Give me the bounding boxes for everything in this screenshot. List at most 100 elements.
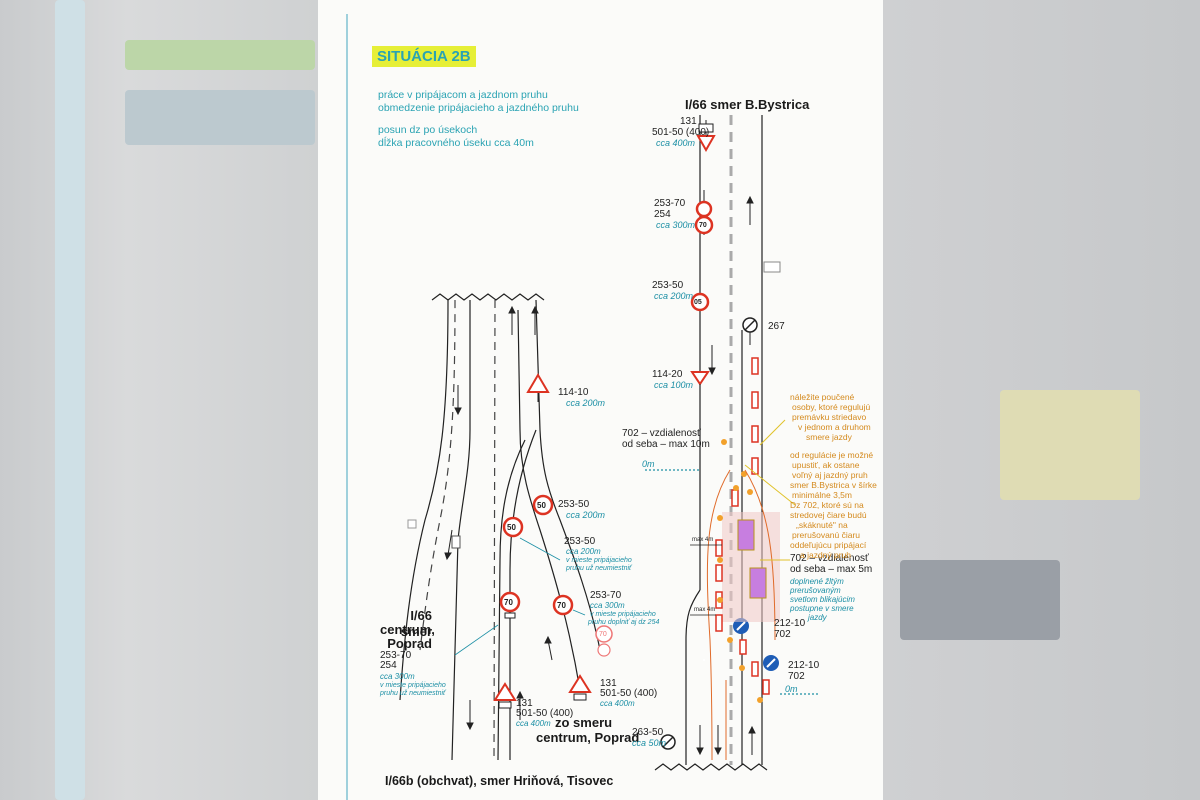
- label-253-70-b-note2: pruhu už neumiestniť: [380, 690, 446, 697]
- background-strip-yellow: [1000, 390, 1140, 500]
- speed-limit-50-icon: [532, 494, 554, 516]
- diagram-page: [318, 0, 883, 800]
- label-114-10: 114-10: [558, 387, 589, 398]
- orange-note-6: od regulácie je možné: [790, 450, 874, 460]
- orange-note-8: voľný aj jazdný pruh: [792, 470, 868, 480]
- label-0m-bottom: 0m: [785, 684, 798, 694]
- label-253-70-b-dist: cca 300m: [380, 672, 415, 681]
- right-road-edge-left-lower: [685, 589, 701, 765]
- orange-note-16: a jazdný pruh: [800, 550, 852, 560]
- car-icon: [451, 535, 461, 549]
- left-road-lane-edge: [517, 309, 581, 691]
- label-501-50-left: 501-50 (400): [516, 708, 574, 719]
- label-702-note-3: svetlom blikajúcim: [790, 595, 855, 604]
- orange-note-1: náležite poučené: [790, 392, 855, 402]
- sign-number-70: 70: [557, 601, 566, 610]
- left-road-edge-left: [399, 299, 449, 701]
- label-131-right-dist: cca 400m: [600, 699, 635, 708]
- orange-note-15: oddeľujúcu pripájací: [790, 540, 867, 550]
- label-131-left-dist: cca 400m: [516, 719, 551, 728]
- label-253-50-a: 253-50: [558, 499, 590, 510]
- page-margin-line: [346, 14, 348, 800]
- label-max4m-b: max 4m: [694, 607, 716, 613]
- label-253-70-a: 253-70: [590, 590, 622, 601]
- left-road-center-lines: [419, 299, 496, 761]
- distance-plate-icon: [498, 701, 512, 709]
- left-road-arrows: [444, 305, 553, 731]
- supplementary-plate-icon: [504, 612, 516, 619]
- label-702-e: 702: [774, 629, 791, 640]
- warning-triangle-icon: [526, 373, 550, 393]
- label-253-70: 253-70: [654, 198, 686, 209]
- label-263-50: 263-50: [632, 727, 664, 738]
- orange-note-14: prerušovanú čiaru: [792, 530, 861, 540]
- background-strip-blue: [125, 90, 315, 145]
- note-shift: posun dz po úsekoch: [378, 124, 478, 136]
- label-267: 267: [768, 321, 785, 332]
- left-signs: [407, 373, 613, 709]
- label-702-note-2: prerušovaným: [790, 586, 841, 595]
- right-road-break-line: [654, 763, 768, 771]
- note-restriction: obmedzenie pripájacieho a jazdného pruhu: [378, 102, 579, 114]
- label-cca-300: cca 300m: [656, 220, 696, 230]
- label-131-left: 131: [516, 698, 533, 709]
- sign-number-70: 70: [504, 598, 513, 607]
- speed-limit-70-icon: [499, 591, 521, 613]
- heading-left-road-2: centrum,: [380, 622, 435, 637]
- heading-left-road-1: I/66 smer: [400, 608, 432, 639]
- work-zone: [645, 357, 820, 761]
- orange-note-2: osoby, ktoré regulujú: [792, 402, 871, 412]
- car-icon: [407, 519, 417, 529]
- roadworks-triangle-icon: [568, 674, 592, 693]
- label-253-70-a-note1: v mieste pripájacieho: [590, 611, 656, 618]
- label-253-70-a-note2: pruhu doplniť aj dz 254: [588, 619, 660, 626]
- roadworks-triangle-icon: [493, 682, 517, 701]
- note-work-scope: práce v pripájacom a jazdnom pruhu: [378, 89, 548, 101]
- label-702-note-1: doplnené žltým: [790, 577, 844, 586]
- speed-limit-70-icon: [552, 594, 574, 616]
- label-254: 254: [654, 209, 671, 220]
- label-131-right: 131: [600, 678, 617, 689]
- orange-note-7: upustiť, ak ostane: [792, 460, 860, 470]
- label-cca-50: cca 50m: [632, 738, 667, 748]
- label-114-10-dist: cca 200m: [566, 398, 606, 408]
- orange-note-4: v jednom a druhom: [798, 422, 871, 432]
- give-way-triangle-icon: [696, 135, 716, 153]
- left-road-ramp: [497, 439, 526, 761]
- label-702-note-5: jazdy: [808, 613, 827, 622]
- background-strip-green: [125, 40, 315, 70]
- left-center-dash: [493, 299, 496, 761]
- label-702-b: od seba – max 10m: [622, 439, 710, 450]
- label-501-50-right: 501-50 (400): [600, 688, 658, 699]
- left-road-edge-inner: [451, 300, 471, 761]
- right-road-arrows: [696, 195, 756, 756]
- heading-bottom: I/66b (obchvat), smer Hriňová, Tisovec: [385, 774, 614, 788]
- label-702-note-4: postupne v smere: [790, 604, 854, 613]
- speed-limit-70-faded-icon: [595, 625, 613, 643]
- label-253-50-b-note2: pruhu už neumiestniť: [566, 565, 632, 572]
- orange-note-12: stredovej čiare budú: [790, 510, 867, 520]
- left-lane-dash: [419, 299, 456, 651]
- orange-note-3: premávku striedavo: [792, 412, 867, 422]
- background-strip-dark: [900, 560, 1060, 640]
- note-length: dĺžka pracovného úseku cca 40m: [378, 137, 534, 149]
- label-253-50: 253-50: [652, 280, 684, 291]
- sign-number-70: 70: [699, 222, 707, 229]
- label-cca-400: cca 400m: [656, 138, 696, 148]
- label-212-10-b: 212-10: [788, 660, 820, 671]
- label-253-70-b: 253-70: [380, 650, 412, 661]
- label-212-10-a: 212-10: [774, 618, 806, 629]
- speed-limit-50-icon: [690, 292, 710, 312]
- label-cca-100: cca 100m: [654, 380, 694, 390]
- label-702-f: 702: [788, 671, 805, 682]
- distance-plate-icon: [573, 693, 587, 701]
- sign-number-70-faded: 70: [599, 631, 607, 638]
- left-road-break-line: [431, 293, 545, 301]
- orange-note-13: „skáknuté" na: [796, 520, 848, 530]
- label-131: 131: [680, 116, 697, 127]
- label-max4m-a: max 4m: [692, 537, 714, 543]
- left-road-edge-right: [535, 299, 601, 651]
- sign-number-05: 05: [694, 299, 702, 306]
- heading-from-2: centrum, Poprad: [536, 730, 640, 745]
